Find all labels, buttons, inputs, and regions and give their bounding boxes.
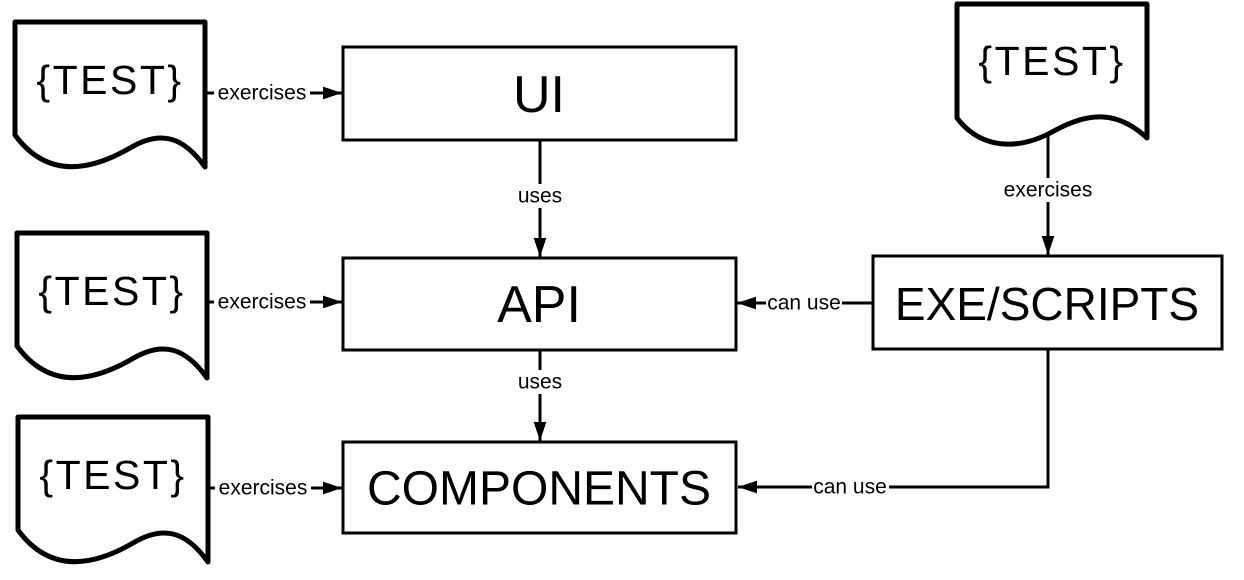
- edge-test-ui-exercises-ui: exercises: [204, 81, 342, 105]
- edge-label-background: [812, 475, 889, 499]
- node-test-components: {TEST}: [15, 414, 211, 565]
- edge-label-background: [1000, 178, 1096, 202]
- document-shape: [12, 19, 208, 170]
- document-shape: [14, 230, 210, 381]
- edge-label: exercises: [1004, 179, 1093, 202]
- rectangle-shape: [341, 440, 738, 535]
- node-test-ui: {TEST}: [12, 19, 208, 170]
- edge-test-api-exercises-api: exercises: [206, 290, 342, 314]
- edge-label-background: [214, 290, 310, 314]
- node-label: {TEST}: [39, 452, 186, 498]
- edge-exe-scripts-can-use-components: can use: [738, 349, 1050, 499]
- edge-label: exercises: [219, 477, 308, 500]
- edge-label: can use: [813, 476, 887, 499]
- rectangle-shape: [341, 45, 738, 142]
- node-label: API: [497, 276, 581, 334]
- node-label: {TEST}: [978, 38, 1125, 84]
- node-label: COMPONENTS: [367, 463, 711, 516]
- node-label: {TEST}: [36, 57, 183, 103]
- node-ui: UI: [341, 45, 738, 142]
- node-test-api: {TEST}: [14, 230, 210, 381]
- document-shape: [954, 1, 1150, 147]
- rectangle-shape: [871, 254, 1224, 351]
- node-label: EXE/SCRIPTS: [895, 278, 1199, 330]
- edge-test-components-exercises-components: exercises: [207, 476, 342, 500]
- edge-api-uses-components: uses: [516, 351, 564, 441]
- edge-label-background: [516, 184, 564, 208]
- edge-label-background: [215, 476, 311, 500]
- edge-label: uses: [518, 371, 562, 394]
- node-components: COMPONENTS: [341, 440, 738, 535]
- node-exe-scripts: EXE/SCRIPTS: [871, 254, 1224, 351]
- node-test-exe: {TEST}: [954, 1, 1150, 147]
- edge-label-background: [516, 370, 564, 394]
- edge-label: exercises: [218, 291, 307, 314]
- node-label: {TEST}: [38, 268, 185, 314]
- edge-test-exe-exercises-exe-scripts: exercises: [1000, 131, 1096, 255]
- edge-ui-uses-api: uses: [516, 141, 564, 257]
- edge-label: uses: [518, 185, 562, 208]
- edge-exe-scripts-can-use-api: can use: [737, 291, 873, 315]
- document-shape: [15, 414, 211, 565]
- edge-label: exercises: [218, 82, 307, 105]
- edge-label: can use: [767, 292, 841, 315]
- edge-line: [738, 349, 1050, 494]
- node-api: API: [341, 256, 738, 352]
- node-label: UI: [513, 66, 565, 124]
- rectangle-shape: [341, 256, 738, 352]
- edge-label-background: [214, 81, 310, 105]
- edge-label-background: [766, 291, 842, 315]
